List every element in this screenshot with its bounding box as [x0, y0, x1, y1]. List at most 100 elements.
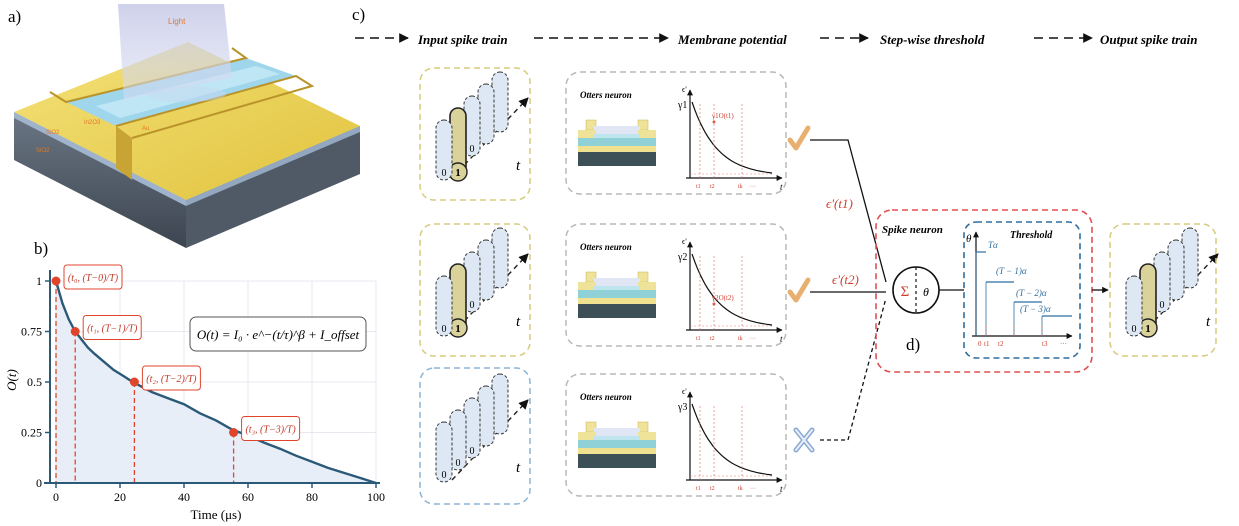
x-tick-label: 80 [306, 490, 318, 504]
decay-curve [54, 280, 377, 485]
point-label: (t₀, (T−0)/T) [63, 264, 123, 290]
layer-label-in2o3: In2O3 [84, 120, 101, 126]
y-tick-label: 0 [36, 476, 42, 490]
tick-label: t1 [696, 184, 701, 190]
spike-value-zero: 0 [470, 144, 475, 155]
tick-label: ··· [750, 486, 756, 492]
tick-label: t1 [696, 336, 701, 342]
tick-label: ··· [750, 184, 756, 190]
layer-label-sio2-b: SiO2 [36, 148, 50, 154]
point-label-text: (t₂, (T−2)/T) [146, 374, 197, 385]
point-label: (t₂, (T−2)/T) [141, 365, 201, 391]
stage-output-label: Output spike train [1100, 32, 1198, 47]
point-label: (t₁, (T−1)/T) [82, 315, 142, 340]
time-axis-label: t [516, 460, 521, 476]
otters-box-1 [565, 71, 787, 195]
data-point [229, 428, 239, 437]
panel-a: a) Light In2O3 Au SiO2 SiO2 [8, 4, 360, 248]
spike-pill [1125, 275, 1143, 337]
tick-label: t2 [710, 486, 715, 492]
x-tick-label: 100 [367, 490, 385, 504]
threshold-level-label: (T − 3)α [1020, 304, 1051, 314]
eps-t2-label: ϵ'(t2) [832, 272, 859, 287]
threshold-level-label: (T − 2)α [1016, 288, 1047, 298]
otters-title: Otters neuron [580, 392, 632, 402]
spike-pill [1181, 227, 1199, 289]
spike-pill [1153, 251, 1171, 313]
data-point [129, 377, 139, 387]
spike-pill [491, 71, 509, 133]
otters-box-2 [565, 223, 787, 347]
time-axis-label: t [780, 182, 783, 192]
panel-c-label: c) [352, 5, 365, 24]
otters-title: Otters neuron [580, 242, 632, 252]
spike-pill [463, 397, 481, 459]
spike-value-zero: 0 [470, 300, 475, 311]
tick-label: tk [738, 486, 743, 492]
y-tick-label: 0.25 [21, 426, 42, 440]
spike-value-zero: 0 [442, 324, 447, 335]
spike-pill [449, 409, 467, 471]
spike-pill [1167, 239, 1185, 301]
input-box-1 [419, 67, 531, 201]
spike-pill [435, 119, 453, 181]
stage-input-label: Input spike train [417, 32, 508, 47]
spike-value-zero: 0 [456, 458, 461, 469]
spike-value-one: 1 [1145, 323, 1151, 335]
panel-d-label: d) [906, 335, 920, 354]
threshold-title: Threshold [1010, 230, 1053, 241]
spike-value-zero: 0 [442, 470, 447, 481]
eps-t1-label: ϵ'(t1) [826, 196, 853, 211]
threshold-tick-label: 0 [978, 340, 982, 348]
input-box-2 [419, 223, 531, 357]
decay-curve-mini [691, 253, 773, 326]
tick-label: tk [738, 184, 743, 190]
spike-pill [435, 275, 453, 337]
tick-label: t2 [710, 336, 715, 342]
threshold-level-label: (T − 1)α [996, 266, 1027, 276]
y-tick-label: 1 [36, 274, 42, 288]
device-illustration: Light In2O3 Au SiO2 SiO2 [14, 4, 360, 248]
threshold-tick-label: ··· [1060, 340, 1067, 348]
tick-label: t1 [696, 486, 701, 492]
data-points [51, 276, 239, 437]
time-axis-label: t [1206, 314, 1211, 330]
x-tick-label: 0 [53, 490, 59, 504]
spike-value-zero: 0 [1132, 324, 1137, 335]
threshold-tick-label: t3 [1042, 340, 1048, 348]
spike-value-zero: 0 [442, 168, 447, 179]
formula-box [189, 316, 367, 352]
y-tick-labels: 00.250.50.751 [21, 274, 50, 490]
data-point [70, 327, 80, 336]
point-label: (t₃, (T−3)/T) [241, 416, 301, 441]
x-tick-label: 20 [114, 490, 126, 504]
panel-b-label: b) [34, 239, 48, 258]
spike-pill [477, 83, 495, 145]
point-labels: (t₀, (T−0)/T) (t₁, (T−1)/T) (t₂, (T−2)/T) (… [63, 264, 301, 441]
spike-value-zero: 0 [470, 446, 475, 457]
tick-label: ··· [750, 336, 756, 342]
data-point [51, 276, 61, 286]
spike-value-one: 1 [455, 323, 461, 335]
light-label: Light [168, 17, 186, 26]
point-label-text: (t₁, (T−1)/T) [87, 324, 138, 335]
y-axis-label: O(t) [4, 369, 19, 391]
input-box-3 [419, 367, 531, 505]
check-icon [787, 125, 811, 151]
tick-label: t2 [710, 184, 715, 190]
otters-title: Otters neuron [580, 90, 632, 100]
x-tick-label: 40 [178, 490, 190, 504]
y-tick-label: 0.75 [21, 325, 42, 339]
time-axis-label: t [516, 158, 521, 174]
threshold-tick-label: t2 [998, 340, 1004, 348]
